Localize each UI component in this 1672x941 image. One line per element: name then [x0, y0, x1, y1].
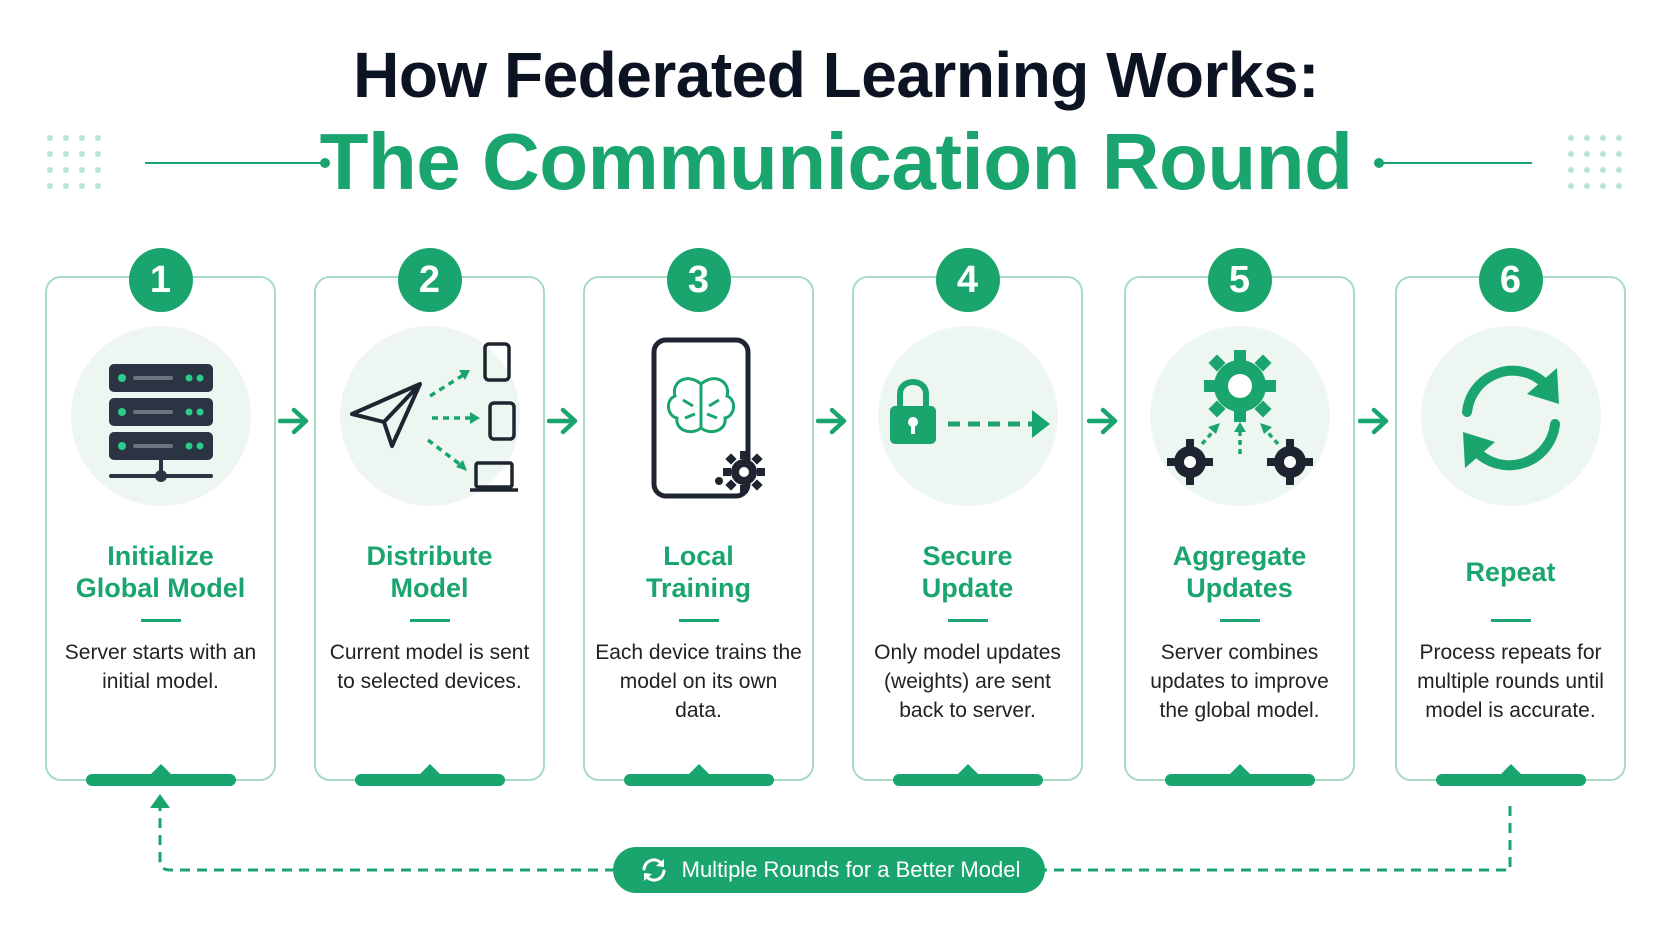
- step-divider: [1219, 619, 1260, 622]
- step-number-badge: 2: [397, 248, 462, 312]
- step-title: Secure Update: [921, 541, 1014, 603]
- card-foot-bar: [85, 764, 236, 786]
- step-description: Each device trains the model on its own …: [595, 641, 802, 722]
- step-number-badge: 5: [1207, 248, 1272, 312]
- multiple-rounds-label: Multiple Rounds for a Better Model: [681, 857, 1021, 882]
- card-foot-bar: [892, 764, 1043, 786]
- multiple-rounds-pill: Multiple Rounds for a Better Model: [613, 847, 1045, 893]
- step-description: Only model updates (weights) are sent ba…: [874, 641, 1061, 722]
- step-description: Server starts with an initial model.: [64, 641, 257, 693]
- paper-plane-devices-icon: [339, 326, 520, 506]
- connector-arrow-4-5: [1087, 407, 1118, 435]
- step-card-4: 4 Secure Update Only model updates (weig…: [852, 248, 1083, 786]
- step-divider: [947, 619, 988, 622]
- title-rule-dot-left: [320, 158, 330, 168]
- step-divider: [678, 619, 719, 622]
- step-card-3: 3 Local Training Each device: [583, 248, 814, 786]
- step-number-badge: 3: [666, 248, 731, 312]
- decorative-dots-left: [47, 135, 101, 189]
- feedback-loop-path: [150, 794, 1512, 872]
- step-description: Server combines updates to improve the g…: [1150, 641, 1329, 722]
- step-card-2: 2 Distribute Model Current model is se: [314, 248, 545, 786]
- step-divider: [1490, 619, 1531, 622]
- title-line-1: How Federated Learning Works:: [353, 39, 1319, 111]
- connector-arrow-5-6: [1358, 407, 1389, 435]
- title-line-2: The Communication Round: [319, 117, 1353, 206]
- step-number-badge: 4: [935, 248, 1000, 312]
- lock-arrow-icon: [877, 326, 1058, 506]
- decorative-dots-right: [1568, 135, 1622, 189]
- step-title: Repeat: [1465, 557, 1556, 587]
- connector-arrow-1-2: [278, 407, 309, 435]
- step-description: Current model is sent to selected device…: [329, 641, 530, 693]
- connector-arrow-3-4: [816, 407, 847, 435]
- step-title: Aggregate Updates: [1172, 541, 1307, 603]
- refresh-small-icon: [642, 858, 666, 882]
- card-foot-bar: [1164, 764, 1315, 786]
- connector-arrow-2-3: [547, 407, 578, 435]
- step-title: Initialize Global Model: [75, 541, 246, 603]
- step-divider: [140, 619, 181, 622]
- title-rule-right: [1382, 162, 1532, 164]
- refresh-icon: [1420, 326, 1601, 506]
- step-number-badge: 1: [128, 248, 193, 312]
- card-foot-bar: [354, 764, 505, 786]
- step-description: Process repeats for multiple rounds unti…: [1417, 641, 1604, 722]
- step-number-badge: 6: [1478, 248, 1543, 312]
- card-foot-bar: [623, 764, 774, 786]
- step-card-6: 6 Repeat Process repeats for multiple ro…: [1395, 248, 1626, 786]
- step-title: Distribute Model: [366, 541, 493, 603]
- gears-aggregate-icon: [1149, 326, 1330, 506]
- step-card-5: 5: [1124, 248, 1355, 786]
- card-foot-bar: [1435, 764, 1586, 786]
- server-icon: [70, 326, 251, 506]
- step-card-1: 1 Initialize Global Model: [45, 248, 276, 786]
- step-divider: [409, 619, 450, 622]
- title-rule-left: [145, 162, 323, 164]
- phone-brain-gear-icon: [609, 326, 789, 506]
- step-title: Local Training: [645, 541, 751, 603]
- title-rule-dot-right: [1374, 158, 1384, 168]
